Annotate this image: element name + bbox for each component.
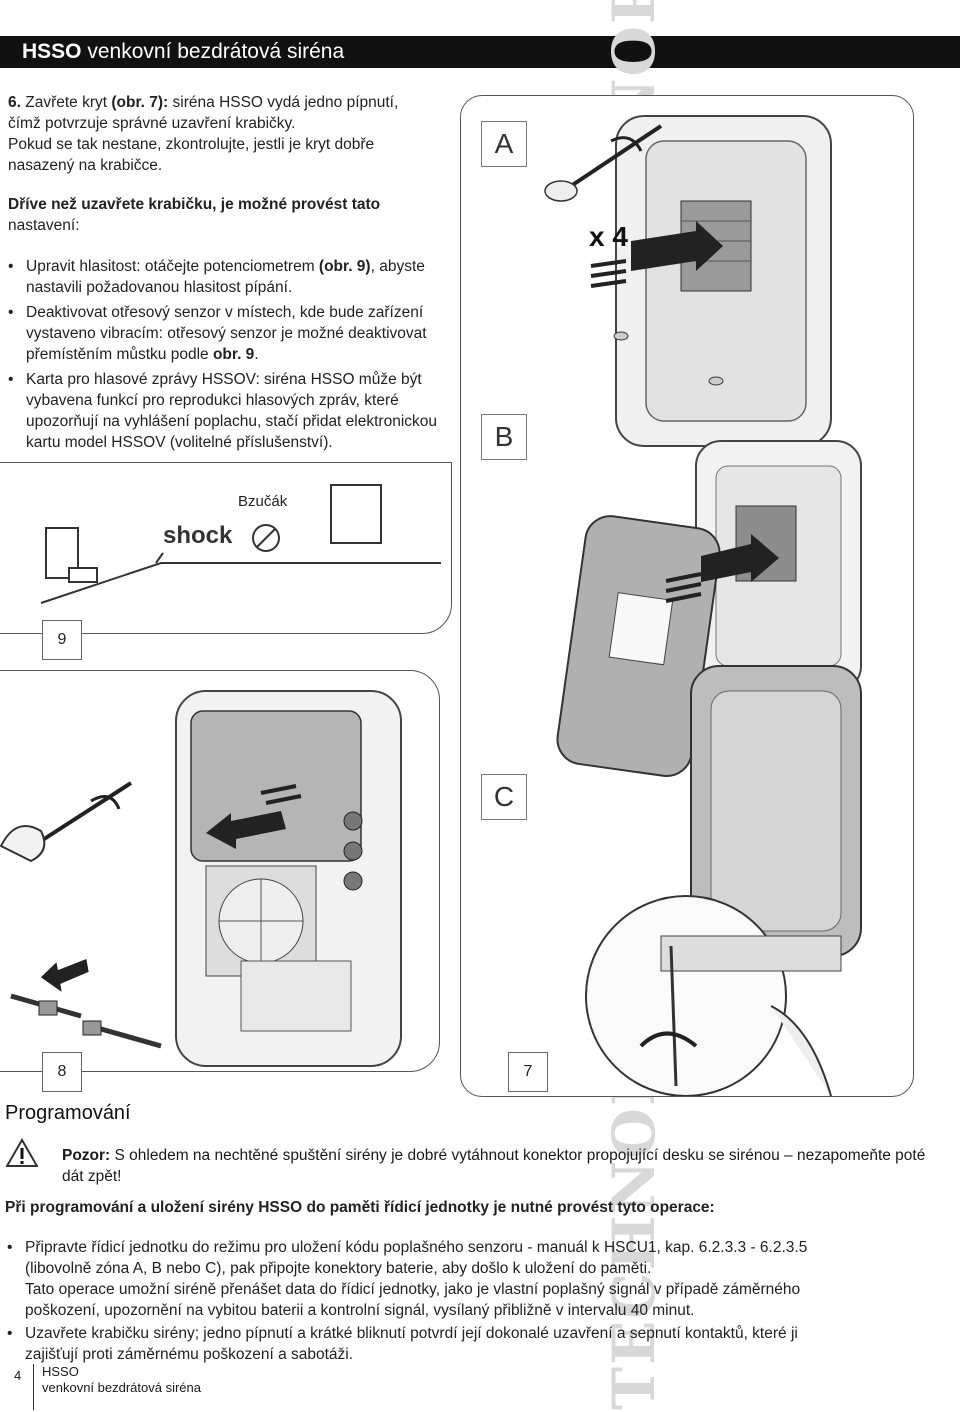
x4-label: x 4 [589, 221, 628, 252]
figure-9-illustration: shock Bzučák [40, 484, 441, 604]
list-item-text: Karta pro hlasové zprávy HSSOV: siréna H… [26, 371, 437, 451]
list-item-text: Připravte řídicí jednotku do režimu pro … [25, 1239, 808, 1256]
figure-8-panel [0, 670, 440, 1072]
page-number: 4 [14, 1368, 22, 1383]
figure-8-illustration [0, 690, 402, 1067]
step-text: nasazený na krabičce. [8, 157, 163, 174]
buzzer-label: Bzučák [238, 493, 288, 510]
warning-text: Pozor: S ohledem na nechtěné spuštění si… [62, 1145, 942, 1187]
siren-cover [556, 515, 721, 778]
list-item: Deaktivovat otřesový senzor v místech, k… [6, 302, 446, 365]
warning-label: Pozor: [62, 1147, 111, 1164]
figure-7-illustration: x 4 [544, 115, 862, 1096]
figure-number-8: 8 [42, 1052, 82, 1092]
footer-divider [33, 1364, 34, 1410]
list-item-text: Tato operace umožní siréně přenášet data… [25, 1281, 801, 1298]
list-item-text: Upravit hlasitost: otáčejte potenciometr… [26, 258, 319, 275]
heading-bold: Dříve než uzavřete krabičku, je možné pr… [8, 196, 381, 213]
heading-rest: nastavení: [8, 217, 80, 234]
settings-list: Upravit hlasitost: otáčejte potenciometr… [6, 256, 446, 453]
step-6-block: 6. Zavřete kryt (obr. 7): siréna HSSO vy… [8, 92, 453, 176]
footer-product-desc: venkovní bezdrátová siréna [42, 1380, 201, 1395]
step-text: siréna HSSO vydá jedno pípnutí, [168, 94, 399, 111]
list-item: Karta pro hlasové zprávy HSSOV: siréna H… [6, 369, 446, 453]
warning-triangle-icon [6, 1138, 38, 1167]
siren-closed [690, 665, 862, 957]
potentiometer-icon [252, 524, 280, 552]
list-item-text: poškození, upozornění na vybitou baterii… [25, 1302, 695, 1319]
figure-number-9: 9 [42, 620, 82, 660]
figure-number-7: 7 [508, 1052, 548, 1092]
buzzer-icon [330, 484, 382, 544]
siren-base-board [175, 690, 402, 1067]
figure-ref: obr. 9 [212, 346, 255, 363]
battery-connector-icon [10, 959, 162, 1049]
list-item-text: Uzavřete krabičku sirény; jedno pípnutí … [25, 1325, 798, 1342]
footer-title: HSSO venkovní bezdrátová siréna [42, 1364, 201, 1396]
shock-label: shock [163, 522, 233, 549]
list-item: Upravit hlasitost: otáčejte potenciometr… [6, 256, 446, 298]
screw-icon [708, 376, 724, 386]
figure-ref: (obr. 7): [111, 94, 169, 111]
step-text: čímž potvrzuje správné uzavření krabičky… [8, 115, 296, 132]
figure-label-a: A [481, 121, 527, 167]
siren-box-open [590, 115, 832, 447]
header-title-rest: venkovní bezdrátová siréna [81, 40, 345, 63]
figure-ref: (obr. 9) [318, 258, 371, 275]
programming-list: Připravte řídicí jednotku do režimu pro … [5, 1237, 945, 1365]
step-text: Zavřete kryt [25, 94, 112, 111]
programming-title: Programování [5, 1102, 131, 1124]
before-close-heading: Dříve než uzavřete krabičku, je možné pr… [8, 194, 448, 236]
step-text: Pokud se tak nestane, zkontrolujte, jest… [8, 136, 375, 153]
footer-product: HSSO [42, 1364, 79, 1379]
programming-intro: Při programování a uložení sirény HSSO d… [5, 1199, 715, 1216]
list-item-text: . [254, 346, 259, 363]
screwdriver-icon [0, 781, 133, 863]
screw-icon [613, 331, 629, 341]
page-header: HSSO venkovní bezdrátová siréna [0, 36, 960, 68]
screwdriver-icon [544, 124, 663, 202]
warning-body: S ohledem na nechtěné spuštění sirény je… [62, 1147, 926, 1185]
list-item-text: zajišťují proti záměrnému poškození a sa… [25, 1346, 354, 1363]
figure-7-panel: x 4 [460, 95, 914, 1097]
list-item: Připravte řídicí jednotku do režimu pro … [5, 1237, 945, 1321]
figure-label-c: C [481, 774, 527, 820]
header-title-bold: HSSO [22, 40, 82, 63]
list-item-text: Deaktivovat otřesový senzor v místech, k… [26, 304, 427, 363]
figure-label-b: B [481, 414, 527, 460]
zoom-detail-circle [585, 895, 842, 1096]
list-item-text: , abyste nastavili požadovanou hlasitost… [26, 258, 425, 296]
figure-9-panel: shock Bzučák [0, 462, 452, 634]
list-item-text: (libovolně zóna A, B nebo C), pak připoj… [25, 1260, 652, 1277]
list-item: Uzavřete krabičku sirény; jedno pípnutí … [5, 1323, 945, 1365]
step-number: 6. [8, 94, 21, 111]
jumper-icon [45, 527, 98, 583]
